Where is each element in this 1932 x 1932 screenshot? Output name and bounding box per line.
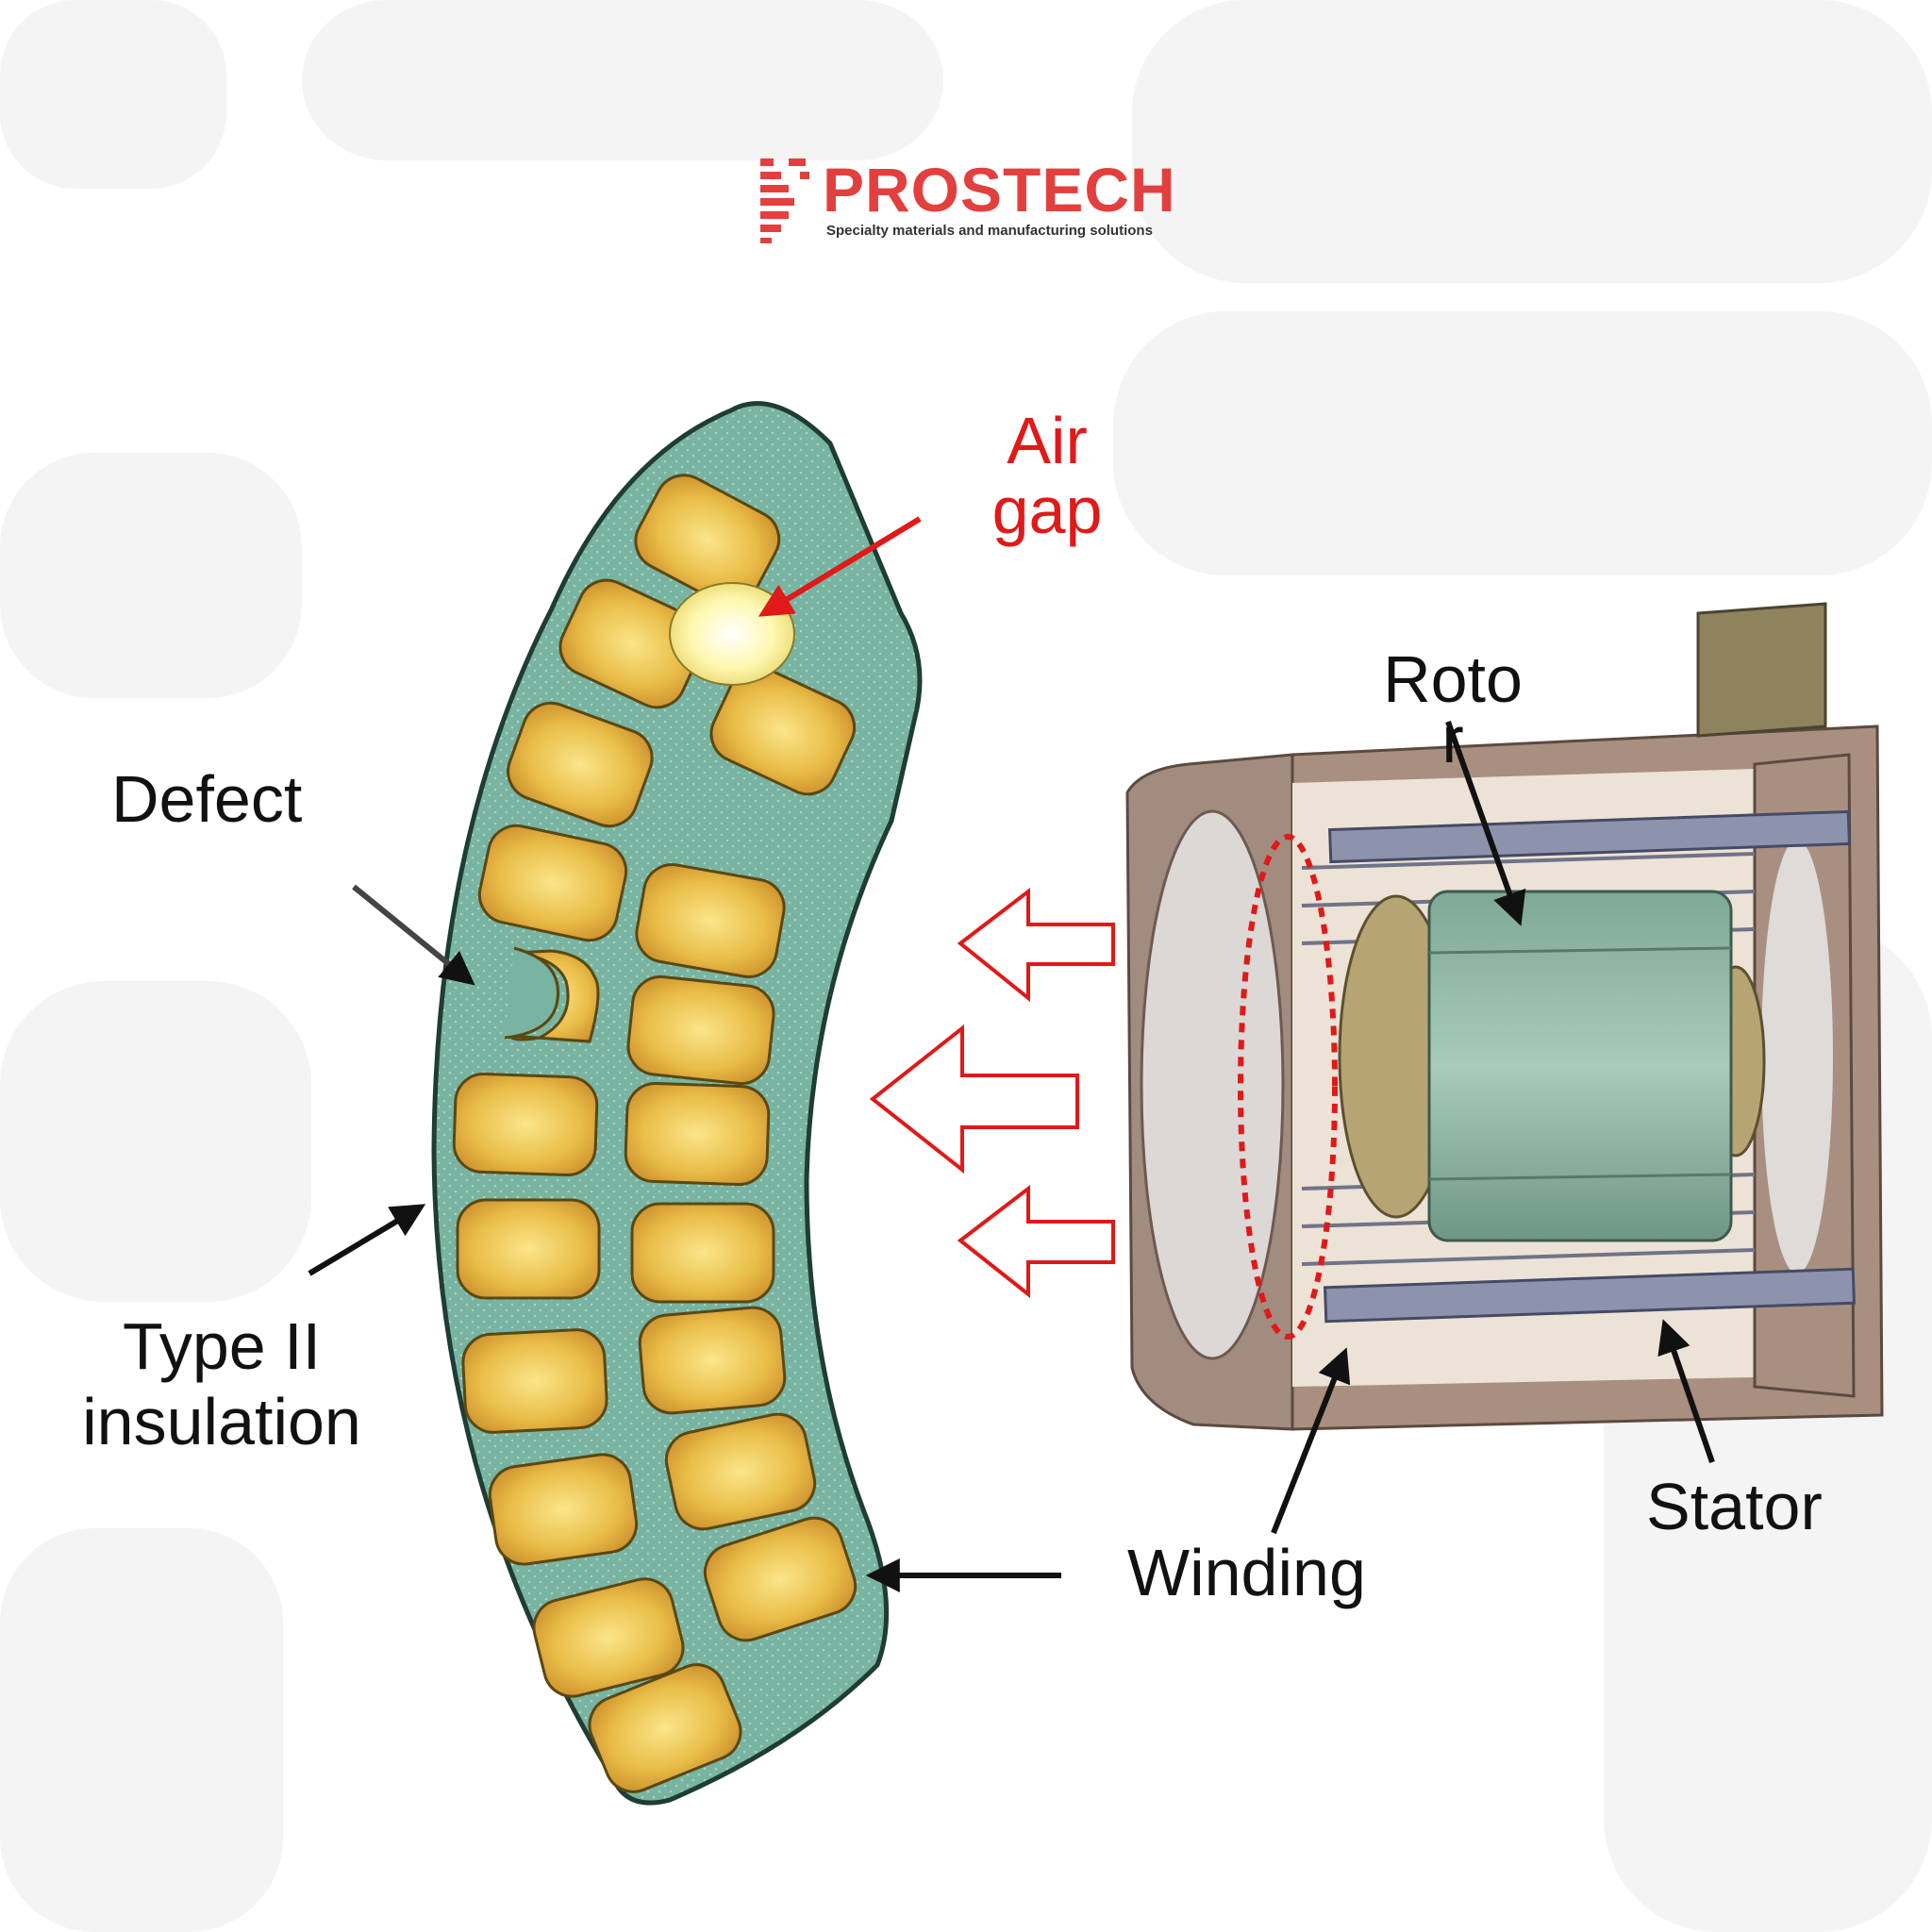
left-arrow-icon	[957, 1184, 1115, 1299]
label-winding: Winding	[1127, 1536, 1366, 1609]
label-type-ii-line2: insulation	[82, 1385, 361, 1458]
label-stator: Stator	[1646, 1470, 1823, 1543]
insulation-slot-cross-section	[431, 401, 923, 1806]
magnify-arrows	[869, 887, 1115, 1299]
label-arrows	[308, 516, 1715, 1592]
left-arrow-icon	[869, 1024, 1079, 1174]
label-type-ii-insulation: Type II insulation	[38, 1307, 406, 1461]
label-defect: Defect	[111, 762, 303, 836]
defect-strand	[506, 949, 600, 1043]
rotor-core	[1427, 890, 1733, 1242]
label-type-ii-line1: Type II	[122, 1309, 322, 1383]
air-gap-void	[669, 582, 795, 686]
label-air-gap: Air gap	[943, 401, 1151, 550]
prostech-logo-icon	[760, 158, 809, 243]
label-rotor: Roto r	[1358, 640, 1547, 779]
label-rotor-line2: r	[1441, 703, 1464, 776]
brand-name: PROSTECH	[823, 155, 1176, 225]
label-air-gap-line1: Air	[1007, 404, 1088, 477]
motor-cutaway	[1125, 602, 1884, 1431]
label-air-gap-line2: gap	[991, 474, 1103, 547]
conductor-strands	[452, 474, 858, 1793]
brand-tagline: Specialty materials and manufacturing so…	[826, 223, 1153, 239]
left-arrow-icon	[957, 887, 1115, 1003]
winding-highlight	[1238, 834, 1338, 1340]
label-rotor-line1: Roto	[1383, 642, 1523, 716]
